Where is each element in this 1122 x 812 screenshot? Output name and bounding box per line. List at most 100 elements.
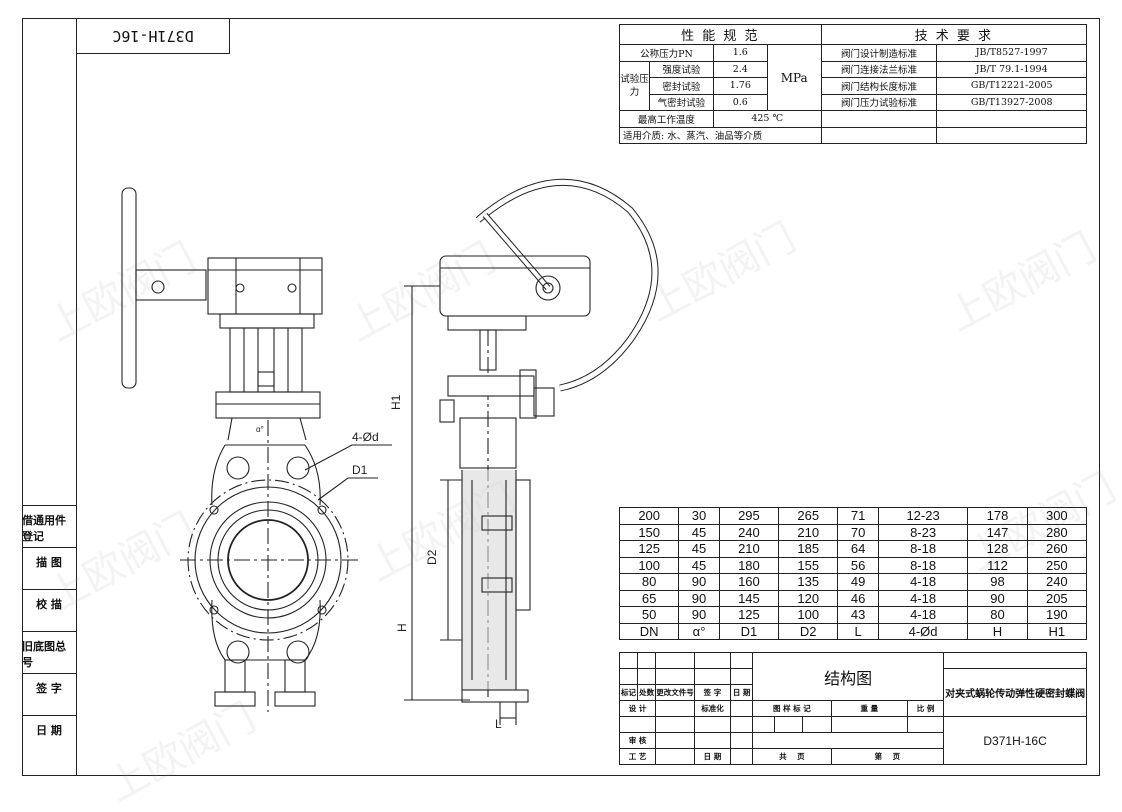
dimension-cell: 80 xyxy=(967,606,1028,624)
side-cell-date: 日 期 xyxy=(22,715,76,776)
dimension-cell: 125 xyxy=(718,606,780,624)
dimension-cell: 200 xyxy=(618,507,680,525)
dimension-cell: 45 xyxy=(678,523,720,541)
handwheel-shaft xyxy=(135,269,207,301)
review-label: 审 核 xyxy=(618,732,657,749)
dimension-cell: 4-18 xyxy=(877,589,969,607)
drawing-frame xyxy=(22,18,1100,776)
dimension-cell: 100 xyxy=(778,606,839,624)
dimension-header-cell: DN xyxy=(618,622,680,640)
dimension-cell: 8-23 xyxy=(877,523,969,541)
dimension-cell: 64 xyxy=(837,540,879,558)
length-label: L xyxy=(495,717,502,731)
dimension-cell: 205 xyxy=(1026,589,1088,607)
dimension-cell: 185 xyxy=(778,540,839,558)
dimension-cell: 135 xyxy=(778,573,839,591)
side-cell-old-number: 旧底图总号 xyxy=(22,631,76,673)
scale-label: 比 例 xyxy=(906,700,945,717)
valve-drawing: α° 4-Ød D1 xyxy=(121,178,659,731)
dimension-cell: 160 xyxy=(718,573,780,591)
dimension-cell: 98 xyxy=(967,573,1028,591)
dimension-cell: 45 xyxy=(678,556,720,574)
page-label: 页 xyxy=(797,752,805,761)
rev-file-no: 更改文件号 xyxy=(655,684,695,701)
dimension-cell: 150 xyxy=(618,523,680,541)
pressure-unit: MPa xyxy=(766,44,822,111)
design-label: 设 计 xyxy=(618,700,657,717)
dimension-cell: 90 xyxy=(678,573,720,591)
dimension-cell: 300 xyxy=(1026,507,1088,525)
dimension-cell: 112 xyxy=(967,556,1028,574)
bolt-hole-label: 4-Ød xyxy=(352,430,379,444)
dimension-cell: 155 xyxy=(778,556,839,574)
dimension-cell: 65 xyxy=(618,589,680,607)
side-cell-borrow: 借通用件登记 xyxy=(22,505,76,547)
angle-label: α° xyxy=(256,425,264,434)
dimension-cell: 50 xyxy=(618,606,680,624)
side-cell-trace: 描 图 xyxy=(22,547,76,589)
title-block: 结构图 对夹式蜗轮传动弹性硬密封蝶阀 标记处数更改文件号签 字日 期 设 计标准… xyxy=(618,652,1087,765)
handwheel-rim xyxy=(121,187,137,389)
side-cell-check: 校 描 xyxy=(22,589,76,631)
dimension-cell: 190 xyxy=(1026,606,1088,624)
dimension-header-cell: D1 xyxy=(718,622,780,640)
dimension-cell: 8-18 xyxy=(877,556,969,574)
weight-label: 重 量 xyxy=(830,700,908,717)
dimension-cell: 45 xyxy=(678,540,720,558)
product-name: 对夹式蜗轮传动弹性硬密封蝶阀 xyxy=(943,668,1087,717)
h-label: H xyxy=(395,623,409,632)
dimension-cell: 90 xyxy=(967,589,1028,607)
rev-count: 处数 xyxy=(637,684,657,701)
dimension-cell: 8-18 xyxy=(877,540,969,558)
dimension-cell: 71 xyxy=(837,507,879,525)
dimension-cell: 4-18 xyxy=(877,573,969,591)
gearbox xyxy=(207,257,323,315)
dimension-header-cell: D2 xyxy=(778,622,839,640)
dimension-cell: 125 xyxy=(618,540,680,558)
dimension-cell: 240 xyxy=(718,523,780,541)
side-gearbox xyxy=(439,255,591,317)
dimension-cell: 80 xyxy=(618,573,680,591)
dimension-cell: 178 xyxy=(967,507,1028,525)
dimension-cell: 250 xyxy=(1026,556,1088,574)
dimension-header-cell: α° xyxy=(678,622,720,640)
dimension-cell: 145 xyxy=(718,589,780,607)
dimension-cell: 147 xyxy=(967,523,1028,541)
dimension-header-cell: 4-Ød xyxy=(877,622,969,640)
dimension-header-cell: H1 xyxy=(1026,622,1088,640)
rev-sign: 签 字 xyxy=(693,684,732,701)
dimension-cell: 295 xyxy=(718,507,780,525)
dimension-cell: 128 xyxy=(967,540,1028,558)
dimension-cell: 260 xyxy=(1026,540,1088,558)
drawing-title: 结构图 xyxy=(752,652,945,701)
drawing-number: D371H-16C xyxy=(943,716,1087,765)
total-label: 共 xyxy=(779,752,787,761)
dimension-cell: 49 xyxy=(837,573,879,591)
h1-label: H1 xyxy=(389,394,403,410)
dimension-header-cell: L xyxy=(837,622,879,640)
dimension-cell: 180 xyxy=(718,556,780,574)
rev-date: 日 期 xyxy=(730,684,754,701)
dimension-cell: 43 xyxy=(837,606,879,624)
dimension-cell: 210 xyxy=(778,523,839,541)
d1-label: D1 xyxy=(352,463,368,477)
standardization-label: 标准化 xyxy=(693,700,732,717)
tech-title: 技 术 要 求 xyxy=(820,24,1088,45)
d2-label: D2 xyxy=(425,549,439,565)
dimension-cell: 56 xyxy=(837,556,879,574)
craft-label: 工 艺 xyxy=(618,748,657,765)
dimension-cell: 90 xyxy=(678,589,720,607)
sheet-label: 第 xyxy=(874,752,883,761)
perf-title: 性 能 规 范 xyxy=(619,24,822,45)
side-cell-sign: 签 字 xyxy=(22,673,76,715)
date-label: 日 期 xyxy=(693,748,732,765)
